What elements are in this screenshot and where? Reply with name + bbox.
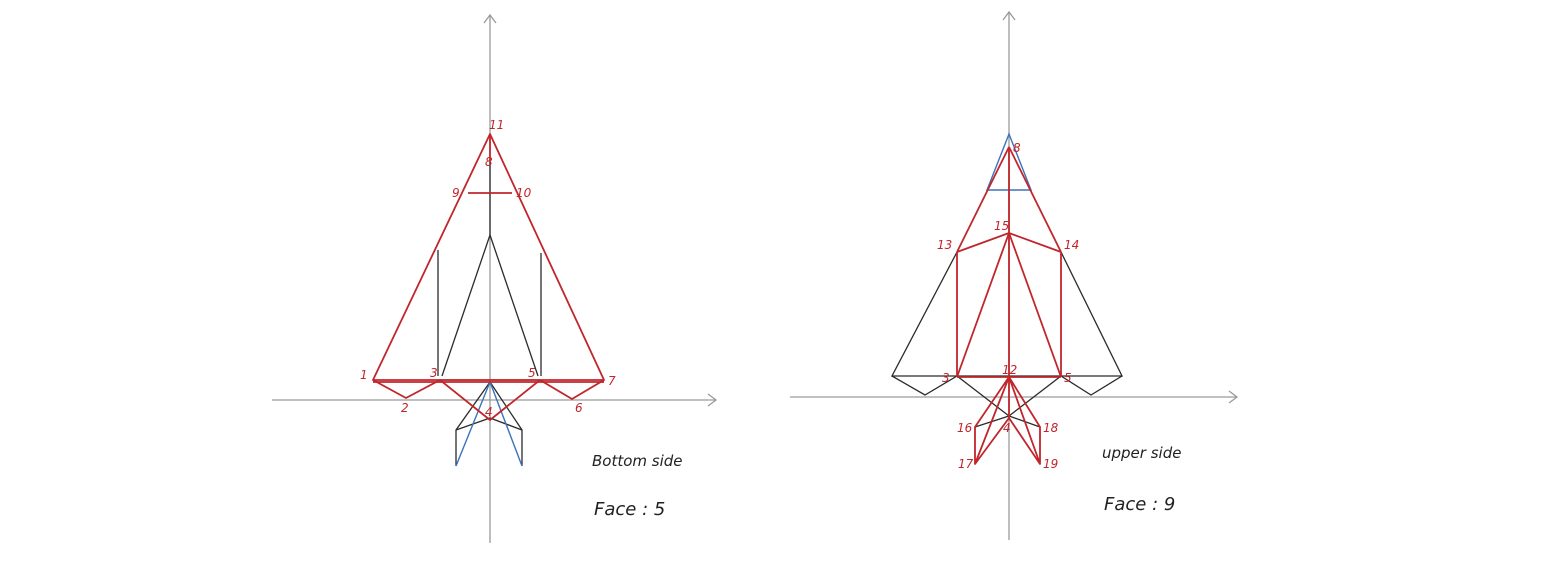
vertex-label-9: 9 bbox=[452, 186, 460, 200]
vertex-label-3: 3 bbox=[942, 371, 950, 385]
vertex-label-5: 5 bbox=[1064, 371, 1072, 385]
vertex-label-6: 6 bbox=[575, 401, 583, 415]
y-axis-arrow bbox=[483, 13, 497, 24]
vertex-label-5: 5 bbox=[528, 366, 536, 380]
vertex-label-18: 18 bbox=[1043, 421, 1059, 435]
x-axis-arrow bbox=[707, 393, 718, 407]
vertex-label-11: 11 bbox=[489, 118, 504, 132]
vertex-label-1: 1 bbox=[360, 368, 368, 382]
blue-lines bbox=[455, 381, 523, 467]
y-axis-arrow bbox=[1002, 10, 1016, 21]
vertex-labels: 1 2 3 4 5 6 7 8 9 10 11 bbox=[360, 118, 616, 419]
vertex-label-19: 19 bbox=[1043, 457, 1058, 471]
vertex-label-15: 15 bbox=[994, 219, 1009, 233]
vertex-label-2: 2 bbox=[401, 401, 409, 415]
red-face-outline bbox=[956, 146, 1062, 465]
vertex-label-13: 13 bbox=[937, 238, 952, 252]
bottom-side-panel: 1 2 3 4 5 6 7 8 9 10 11 Bottom side Face… bbox=[272, 13, 718, 543]
vertex-label-4: 4 bbox=[1003, 421, 1011, 435]
vertex-label-3: 3 bbox=[430, 366, 438, 380]
x-axis-arrow bbox=[1228, 390, 1239, 404]
vertex-label-10: 10 bbox=[516, 186, 532, 200]
construction-lines bbox=[890, 251, 1124, 428]
panel-title-bottom-side: Bottom side bbox=[592, 452, 683, 470]
vertex-label-4: 4 bbox=[485, 405, 493, 419]
vertex-label-7: 7 bbox=[608, 374, 616, 388]
face-count-bottom: Face : 5 bbox=[594, 499, 665, 520]
red-face-outline bbox=[372, 133, 605, 421]
vertex-label-8: 8 bbox=[1013, 141, 1021, 155]
vertex-label-16: 16 bbox=[957, 421, 973, 435]
vertex-label-8: 8 bbox=[485, 155, 493, 169]
vertex-label-14: 14 bbox=[1064, 238, 1079, 252]
panel-title-upper-side: upper side bbox=[1102, 444, 1181, 462]
vertex-label-17: 17 bbox=[958, 457, 974, 471]
axes bbox=[272, 13, 718, 543]
face-count-upper: Face : 9 bbox=[1104, 494, 1175, 515]
vertex-labels: 3 4 5 8 12 13 14 15 16 17 18 19 bbox=[937, 141, 1079, 471]
vertex-label-12: 12 bbox=[1002, 363, 1017, 377]
upper-side-panel: 3 4 5 8 12 13 14 15 16 17 18 19 upper si… bbox=[790, 10, 1239, 540]
